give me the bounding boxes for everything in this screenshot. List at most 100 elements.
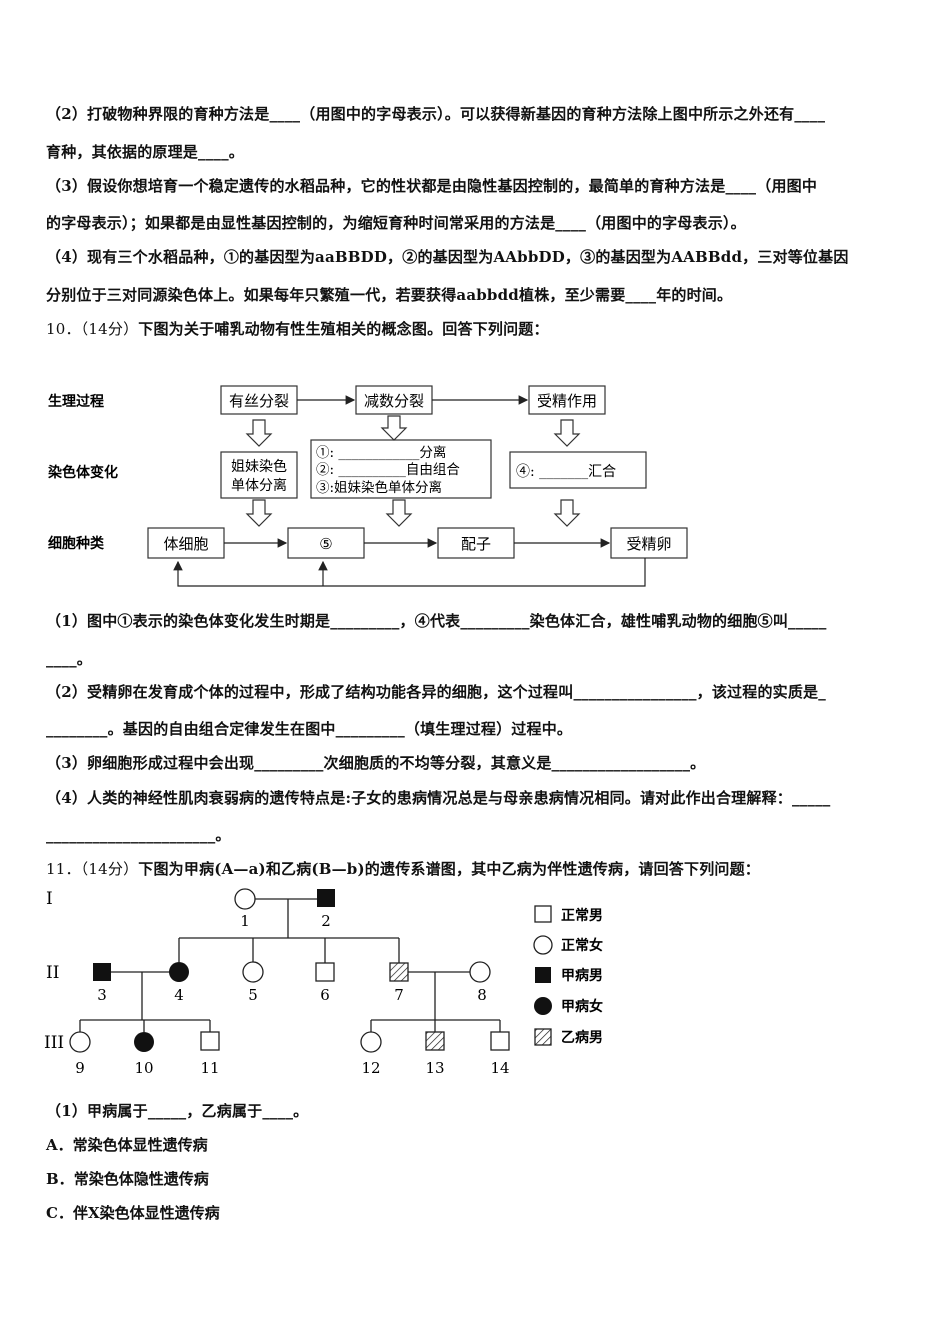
label-8: 8 bbox=[477, 986, 487, 1004]
label-11: 11 bbox=[200, 1059, 219, 1077]
q9-part4-line1: （4）现有三个水稻品种，①的基因型为aaBBDD，②的基因型为AAbbDD，③的… bbox=[46, 248, 849, 266]
q10-part3: （3）卵细胞形成过程中会出现_________次细胞质的不均等分裂，其意义是__… bbox=[46, 754, 706, 772]
label-5: 5 bbox=[248, 986, 258, 1004]
hollow-arrow-down-2 bbox=[380, 415, 408, 441]
label-14: 14 bbox=[490, 1059, 509, 1077]
individual-14 bbox=[490, 1031, 510, 1051]
meiosis-change-3: ③:姐妹染色单体分离 bbox=[316, 479, 442, 496]
legend-normal-female: 正常女 bbox=[561, 937, 603, 954]
q9-part4-line2: 分别位于三对同源染色体上。如果每年只繁殖一代，若要获得aabbdd植株，至少需要… bbox=[46, 286, 733, 304]
row-label-chromosome: 染色体变化 bbox=[48, 464, 118, 481]
cell-5-label: ⑤ bbox=[319, 535, 332, 553]
somatic-cell-label: 体细胞 bbox=[163, 535, 208, 553]
label-6: 6 bbox=[320, 986, 330, 1004]
q9-part3-line1: （3）假设你想培育一个稳定遗传的水稻品种，它的性状都是由隐性基因控制的，最简单的… bbox=[46, 177, 818, 195]
q11-option-b[interactable]: B．常染色体隐性遗传病 bbox=[46, 1168, 209, 1189]
q9-part3-line2: 的字母表示）；如果都是由显性基因控制的，为缩短育种时间常采用的方法是____（用… bbox=[46, 214, 746, 232]
option-b-label: B． bbox=[46, 1170, 74, 1188]
individual-6 bbox=[315, 962, 335, 982]
legend-a-female: 甲病女 bbox=[561, 998, 603, 1015]
option-b-text: 常染色体隐性遗传病 bbox=[73, 1170, 209, 1188]
label-12: 12 bbox=[361, 1059, 380, 1077]
meiosis-change-2: ②: __________自由组合 bbox=[316, 462, 460, 478]
meiosis-change-box bbox=[310, 439, 492, 499]
individual-9 bbox=[69, 1031, 91, 1053]
label-7: 7 bbox=[394, 986, 404, 1004]
q11-option-c[interactable]: C．伴X染色体显性遗传病 bbox=[46, 1202, 220, 1223]
generation-II: II bbox=[46, 963, 59, 983]
meiosis-change-1: ①: ____________分离 bbox=[316, 444, 446, 461]
legend-a-male: 甲病男 bbox=[561, 967, 603, 984]
hollow-arrow-down-3 bbox=[553, 419, 581, 447]
hollow-arrow-down-5 bbox=[385, 499, 413, 527]
gamete-label: 配子 bbox=[461, 535, 491, 553]
legend-normal-female-symbol bbox=[533, 935, 553, 955]
mitosis-change-line1: 姐妹染色 bbox=[231, 458, 287, 475]
row-label-cell-type: 细胞种类 bbox=[48, 535, 105, 552]
label-3: 3 bbox=[97, 986, 107, 1004]
hollow-arrow-down-6 bbox=[553, 499, 581, 527]
mitosis-change-line2: 单体分离 bbox=[231, 477, 287, 494]
fertilization-change-box bbox=[509, 451, 647, 489]
label-13: 13 bbox=[425, 1059, 444, 1077]
individual-13 bbox=[425, 1031, 445, 1051]
q10-number: 10．（14分） bbox=[46, 320, 139, 338]
option-c-label: C． bbox=[46, 1204, 73, 1222]
concept-map-diagram: 生理过程 染色体变化 细胞种类 有丝分裂 减数分裂 受精作用 姐妹染色 单体分离… bbox=[48, 385, 688, 587]
mitosis-change-box bbox=[220, 451, 298, 499]
label-2: 2 bbox=[321, 912, 331, 930]
meiosis-label: 减数分裂 bbox=[364, 392, 424, 410]
fertilization-change: ④: _______汇合 bbox=[516, 464, 616, 480]
q10-part1-line2: ____。 bbox=[46, 650, 93, 668]
mitosis-label: 有丝分裂 bbox=[229, 392, 289, 410]
hollow-arrow-down-4 bbox=[245, 499, 273, 527]
legend-b-male-symbol bbox=[534, 1028, 552, 1046]
label-10: 10 bbox=[134, 1059, 153, 1077]
label-9: 9 bbox=[75, 1059, 85, 1077]
individual-4 bbox=[169, 962, 189, 982]
q10-part2-line1: （2）受精卵在发育成个体的过程中，形成了结构功能各异的细胞，这个过程叫_____… bbox=[46, 683, 826, 701]
q11-stem: 下图为甲病(A—a)和乙病(B—b)的遗传系谱图，其中乙病为伴性遗传病，请回答下… bbox=[138, 860, 760, 878]
q11-number: 11．（14分） bbox=[46, 860, 139, 878]
legend-b-male: 乙病男 bbox=[561, 1029, 603, 1046]
hollow-arrow-down-1 bbox=[245, 419, 273, 447]
individual-5 bbox=[242, 961, 264, 983]
individual-2 bbox=[317, 889, 335, 907]
generation-I: I bbox=[46, 889, 53, 909]
individual-3 bbox=[93, 963, 111, 981]
individual-10 bbox=[134, 1032, 154, 1052]
q11-part1: （1）甲病属于_____，乙病属于____。 bbox=[46, 1102, 309, 1120]
q11-heading: 11．（14分）下图为甲病(A—a)和乙病(B—b)的遗传系谱图，其中乙病为伴性… bbox=[46, 858, 760, 879]
option-a-label: A． bbox=[46, 1136, 73, 1154]
q9-part2-line2: 育种，其依据的原理是____。 bbox=[46, 143, 245, 161]
q10-part1-line1: （1）图中①表示的染色体变化发生时期是_________，④代表________… bbox=[46, 612, 827, 630]
individual-12 bbox=[360, 1031, 382, 1053]
option-c-text: 伴X染色体显性遗传病 bbox=[72, 1204, 220, 1222]
fertilization-box bbox=[528, 385, 606, 415]
individual-7 bbox=[389, 962, 409, 982]
option-a-text: 常染色体显性遗传病 bbox=[72, 1136, 208, 1154]
legend-a-female-symbol bbox=[534, 997, 552, 1015]
feedback-loop-line bbox=[173, 558, 646, 587]
generation-III: III bbox=[44, 1033, 64, 1053]
row-label-process: 生理过程 bbox=[48, 393, 104, 410]
individual-1 bbox=[234, 888, 256, 910]
zygote-box bbox=[610, 527, 688, 559]
individual-11 bbox=[200, 1031, 220, 1051]
q9-part2-line1: （2）打破物种界限的育种方法是____（用图中的字母表示）。可以获得新基因的育种… bbox=[46, 105, 826, 123]
legend-normal-male-symbol bbox=[534, 905, 552, 923]
label-1: 1 bbox=[240, 912, 250, 930]
individual-8 bbox=[469, 961, 491, 983]
q10-part2-line2: ________。基因的自由组合定律发生在图中_________（填生理过程）过… bbox=[46, 720, 573, 738]
pedigree-chart: I II III 1 2 3 4 5 6 7 8 9 10 11 12 13 1… bbox=[44, 888, 603, 1077]
q10-heading: 10．（14分）下图为关于哺乳动物有性生殖相关的概念图。回答下列问题： bbox=[46, 318, 549, 339]
zygote-label: 受精卵 bbox=[626, 535, 671, 553]
q10-stem: 下图为关于哺乳动物有性生殖相关的概念图。回答下列问题： bbox=[138, 320, 549, 338]
fertilization-label: 受精作用 bbox=[537, 392, 597, 410]
q10-part4-line2: ______________________。 bbox=[46, 826, 231, 844]
q11-option-a[interactable]: A．常染色体显性遗传病 bbox=[46, 1134, 208, 1155]
legend-normal-male: 正常男 bbox=[561, 907, 603, 924]
label-4: 4 bbox=[174, 986, 184, 1004]
legend-a-male-symbol bbox=[535, 967, 551, 983]
q10-part4-line1: （4）人类的神经性肌肉衰弱病的遗传特点是:子女的患病情况总是与母亲患病情况相同。… bbox=[46, 789, 831, 807]
